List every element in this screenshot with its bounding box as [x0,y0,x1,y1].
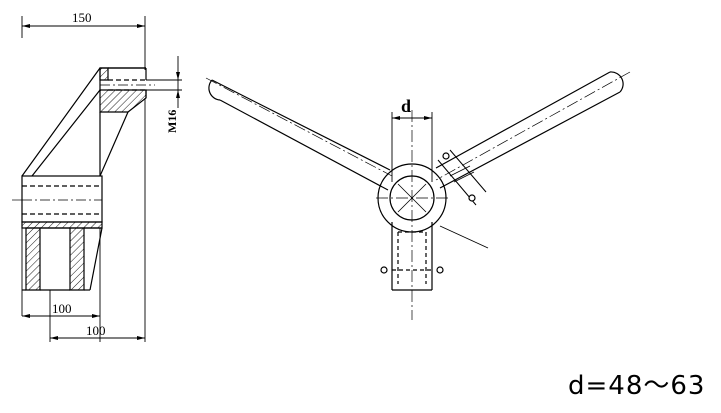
front-view [205,71,631,320]
label-150: 150 [72,10,92,25]
hub-outline [12,67,155,316]
diameter-range-caption: d=48～63 [568,371,706,401]
dimension-150 [21,16,146,70]
clamp-bolt [437,149,489,249]
side-view [12,16,182,342]
label-m16: M16 [165,110,179,133]
label-d: d [401,96,411,116]
dimension-d [391,112,433,182]
dimension-100-outer [49,98,146,342]
dimension-thread [146,56,182,108]
lower-socket [380,222,444,291]
label-100-outer: 100 [86,323,106,338]
dimension-100-inner [22,228,101,342]
label-100-inner: 100 [52,301,72,316]
right-arm [435,71,631,189]
left-arm [205,77,393,191]
